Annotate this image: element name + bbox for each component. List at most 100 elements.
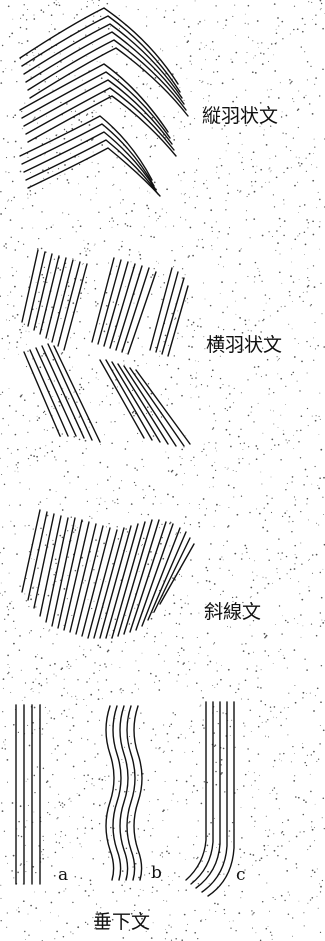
stipple-dot: [14, 285, 16, 288]
stipple-dot: [236, 96, 238, 98]
stipple-dot: [225, 397, 227, 399]
stipple-dot: [3, 245, 5, 247]
stipple-dot: [208, 883, 210, 885]
stipple-dot: [55, 459, 57, 461]
stipple-dot: [87, 720, 89, 723]
stipple-dot: [18, 649, 21, 651]
stipple-dot: [227, 233, 229, 235]
stipple-dot: [171, 799, 173, 801]
stipple-dot: [186, 298, 188, 300]
stipple-dot: [154, 145, 156, 147]
stipple-dot: [23, 323, 26, 325]
stipple-dot: [17, 835, 20, 837]
stipple-dot: [151, 414, 154, 416]
stipple-dot: [0, 213, 2, 215]
stipple-dot: [190, 559, 192, 561]
stipple-dot: [78, 416, 80, 418]
stipple-dot: [113, 490, 115, 492]
stipple-dot: [68, 398, 70, 400]
stipple-dot: [228, 227, 231, 229]
stipple-dot: [166, 404, 168, 406]
stipple-dot: [111, 918, 114, 921]
stipple-dot: [150, 145, 152, 147]
stipple-dot: [255, 670, 258, 672]
stipple-dot: [17, 448, 19, 451]
stipple-dot: [232, 920, 234, 922]
stipple-dot: [27, 197, 29, 199]
stipple-dot: [185, 435, 187, 437]
stipple-dot: [267, 835, 270, 838]
stipple-dot: [28, 934, 30, 936]
stipple-dot: [253, 421, 255, 423]
stipple-dot: [94, 280, 96, 282]
stipple-dot: [24, 525, 26, 527]
stipple-dot: [103, 542, 105, 545]
stipple-dot: [219, 874, 221, 875]
stipple-dot: [191, 324, 193, 326]
stipple-dot: [80, 877, 83, 879]
stipple-dot: [68, 356, 71, 358]
stipple-dot: [114, 618, 116, 620]
stipple-dot: [194, 118, 196, 120]
stipple-dot: [128, 254, 131, 256]
stipple-dot: [112, 563, 114, 565]
stipple-dot: [125, 847, 128, 850]
stipple-dot: [73, 435, 76, 438]
stipple-dot: [222, 28, 224, 29]
pendant-variant-b-label: b: [151, 863, 162, 883]
stipple-dot: [273, 759, 276, 762]
stipple-dot: [60, 836, 62, 838]
stipple-dot: [3, 358, 5, 360]
stipple-dot: [130, 814, 132, 817]
stipple-dot: [201, 81, 203, 83]
stipple-dot: [71, 168, 74, 171]
stipple-dot: [301, 30, 304, 33]
stipple-dot: [177, 736, 180, 739]
stipple-dot: [142, 83, 145, 86]
stipple-dot: [42, 767, 45, 770]
stipple-dot: [214, 461, 216, 463]
stipple-dot: [42, 276, 45, 279]
stipple-dot: [235, 282, 237, 284]
stipple-dot: [141, 545, 142, 547]
stipple-dot: [208, 558, 211, 560]
stipple-dot: [61, 667, 64, 670]
stipple-dot: [20, 147, 22, 149]
stipple-dot: [285, 439, 287, 441]
stipple-dot: [166, 850, 168, 853]
stipple-dot: [68, 213, 70, 215]
stipple-dot: [109, 404, 112, 406]
stipple-dot: [55, 134, 58, 137]
stipple-dot: [242, 601, 244, 604]
stipple-dot: [1, 473, 3, 476]
stipple-dot: [142, 354, 144, 356]
stipple-dot: [53, 874, 56, 877]
stipple-dot: [167, 344, 169, 346]
stipple-dot: [243, 852, 246, 854]
stipple-dot: [144, 135, 146, 137]
stipple-dot: [107, 27, 110, 30]
stipple-dot: [276, 717, 277, 719]
stipple-dot: [308, 280, 310, 282]
stipple-dot: [276, 572, 278, 574]
stipple-dot: [254, 324, 257, 327]
stipple-dot: [170, 470, 173, 473]
stipple-dot: [8, 424, 10, 426]
stipple-dot: [82, 816, 84, 818]
stipple-dot: [29, 420, 31, 422]
stipple-dot: [214, 902, 216, 905]
stipple-dot: [168, 398, 170, 400]
stipple-dot: [154, 641, 156, 643]
stipple-dot: [269, 158, 271, 160]
stipple-dot: [97, 302, 99, 305]
stipple-dot: [92, 858, 94, 860]
stipple-dot: [268, 559, 270, 562]
stipple-dot: [207, 83, 209, 85]
stipple-dot: [100, 443, 101, 445]
stipple-dot: [221, 606, 223, 608]
stipple-dot: [255, 932, 257, 934]
stipple-dot: [94, 756, 96, 758]
stipple-dot: [310, 623, 313, 625]
stipple-dot: [78, 885, 80, 887]
stipple-dot: [17, 240, 20, 243]
